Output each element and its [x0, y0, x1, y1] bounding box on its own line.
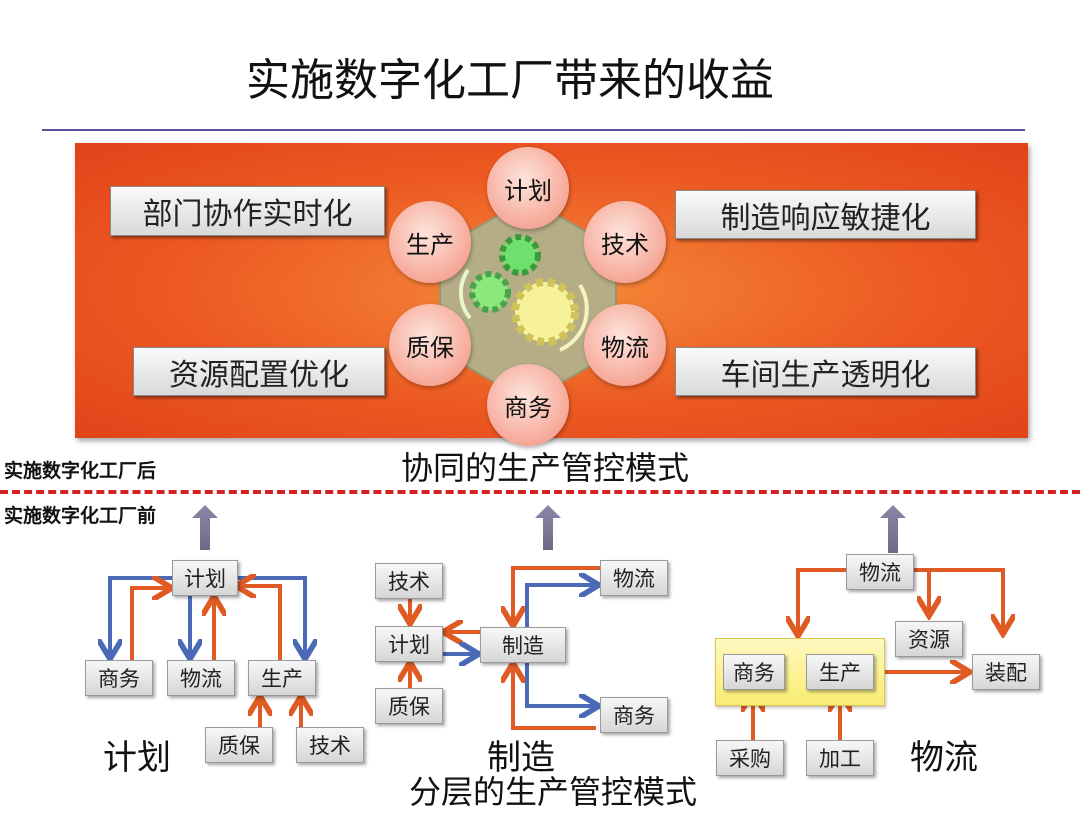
log-node-logistics: 物流: [846, 554, 914, 590]
plan-node-logistics: 物流: [167, 660, 235, 696]
benefit-department-collaboration: 部门协作实时化: [110, 186, 385, 236]
benefit-agile-response: 制造响应敏捷化: [675, 190, 976, 239]
mfg-node-quality: 质保: [375, 688, 443, 724]
mfg-node-logistics: 物流: [600, 560, 668, 596]
plan-node-quality: 质保: [205, 727, 273, 763]
plan-node-technology: 技术: [296, 727, 364, 763]
hub-node-plan: 计划: [487, 147, 569, 229]
before-label: 实施数字化工厂前: [4, 505, 157, 527]
log-node-processing: 加工: [806, 740, 874, 776]
layered-caption: 分层的生产管控模式: [408, 773, 697, 811]
hub-node-technology: 技术: [584, 201, 666, 283]
benefit-resource-allocation: 资源配置优化: [133, 347, 385, 396]
mfg-node-manufacture: 制造: [480, 627, 566, 663]
title-divider: [42, 129, 1025, 131]
mfg-node-business: 商务: [600, 697, 668, 733]
plan-node-business: 商务: [85, 660, 153, 696]
plan-node-plan: 计划: [172, 560, 238, 596]
hub-node-production: 生产: [389, 201, 471, 283]
page-title: 实施数字化工厂带来的收益: [246, 55, 774, 106]
hub-node-logistics: 物流: [584, 304, 666, 386]
up-arrow-icons: [192, 505, 906, 553]
gear-icon: [458, 234, 589, 352]
hub-node-business: 商务: [487, 364, 569, 446]
benefit-transparency: 车间生产透明化: [675, 347, 976, 396]
log-node-resource: 资源: [895, 621, 963, 657]
log-node-production: 生产: [806, 654, 874, 690]
mfg-node-plan: 计划: [375, 626, 443, 662]
log-node-assembly: 装配: [972, 654, 1040, 690]
collaborative-caption: 协同的生产管控模式: [400, 449, 689, 487]
plan-mode-label: 计划: [103, 738, 171, 778]
hub-node-quality: 质保: [389, 304, 471, 386]
plan-node-production: 生产: [248, 660, 316, 696]
log-node-business: 商务: [723, 654, 785, 690]
mfg-node-technology: 技术: [375, 563, 443, 599]
divider-dashed: [0, 490, 1080, 494]
log-mode-label: 物流: [910, 738, 978, 778]
mfg-mode-label: 制造: [487, 738, 555, 778]
after-label: 实施数字化工厂后: [4, 460, 157, 482]
log-node-purchase: 采购: [716, 740, 784, 776]
